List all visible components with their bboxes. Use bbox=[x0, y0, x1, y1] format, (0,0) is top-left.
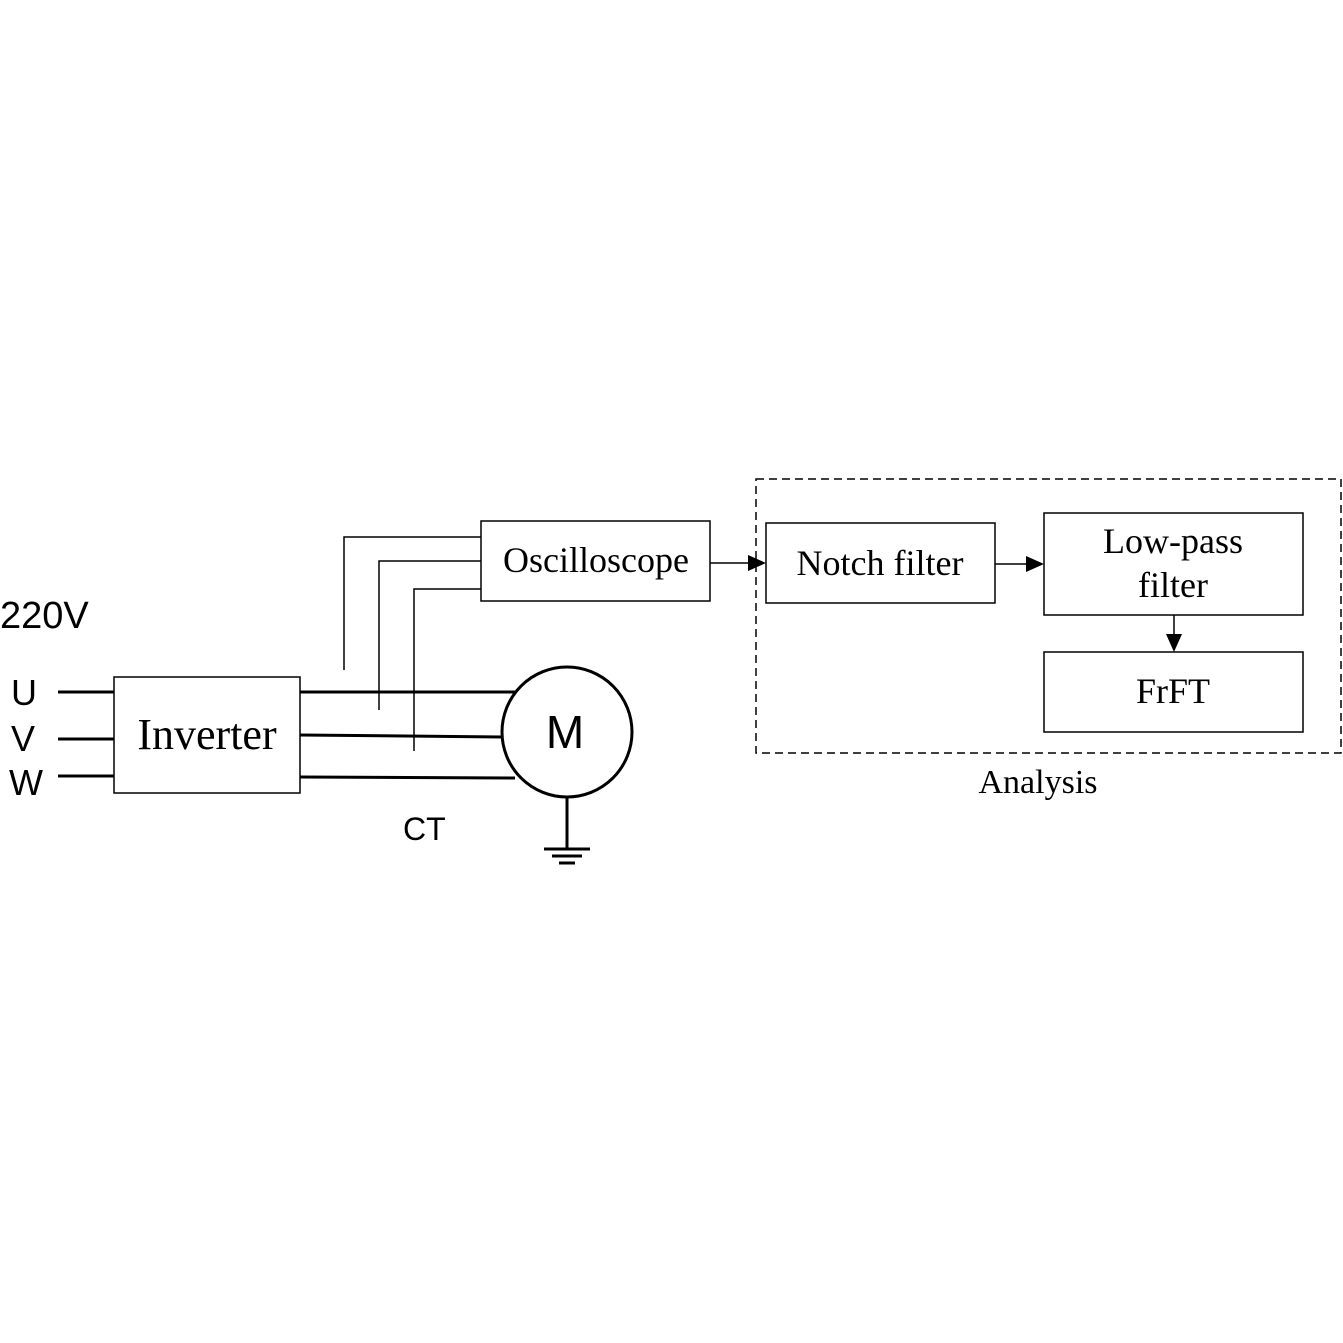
probe-lead-1 bbox=[343, 536, 481, 670]
supply-lines bbox=[58, 690, 114, 778]
frft-block bbox=[1043, 651, 1304, 733]
notch-filter-block bbox=[765, 522, 996, 604]
supply-voltage-label: 220V bbox=[0, 595, 89, 637]
lowpass-filter-label-line1: Low-pass bbox=[1103, 521, 1243, 561]
power-line-v bbox=[299, 733, 503, 739]
arrow-oscilloscope-to-notch bbox=[710, 555, 766, 571]
phase-label-w: W bbox=[9, 762, 43, 803]
motor-label: M bbox=[546, 706, 584, 758]
ct-label: CT bbox=[403, 811, 446, 847]
lowpass-filter-label-line2: filter bbox=[1138, 565, 1208, 605]
oscilloscope-block bbox=[480, 520, 711, 602]
frft-label: FrFT bbox=[1136, 671, 1210, 711]
probe-lead-2 bbox=[378, 560, 481, 710]
analysis-group bbox=[755, 478, 1342, 754]
oscilloscope-label: Oscilloscope bbox=[503, 540, 689, 580]
analysis-label: Analysis bbox=[979, 764, 1098, 801]
ct-probe-leads bbox=[343, 536, 481, 751]
arrow-notch-to-lowpass bbox=[995, 556, 1044, 572]
arrow-lowpass-to-frft bbox=[1166, 615, 1182, 652]
ground-icon bbox=[544, 797, 590, 865]
power-line-w bbox=[299, 775, 516, 780]
phase-label-v: V bbox=[11, 718, 35, 759]
phase-label-u: U bbox=[11, 672, 37, 713]
inverter-label: Inverter bbox=[137, 710, 277, 759]
notch-filter-label: Notch filter bbox=[797, 543, 964, 583]
motor-power-lines bbox=[299, 690, 516, 780]
probe-lead-3 bbox=[413, 588, 481, 751]
